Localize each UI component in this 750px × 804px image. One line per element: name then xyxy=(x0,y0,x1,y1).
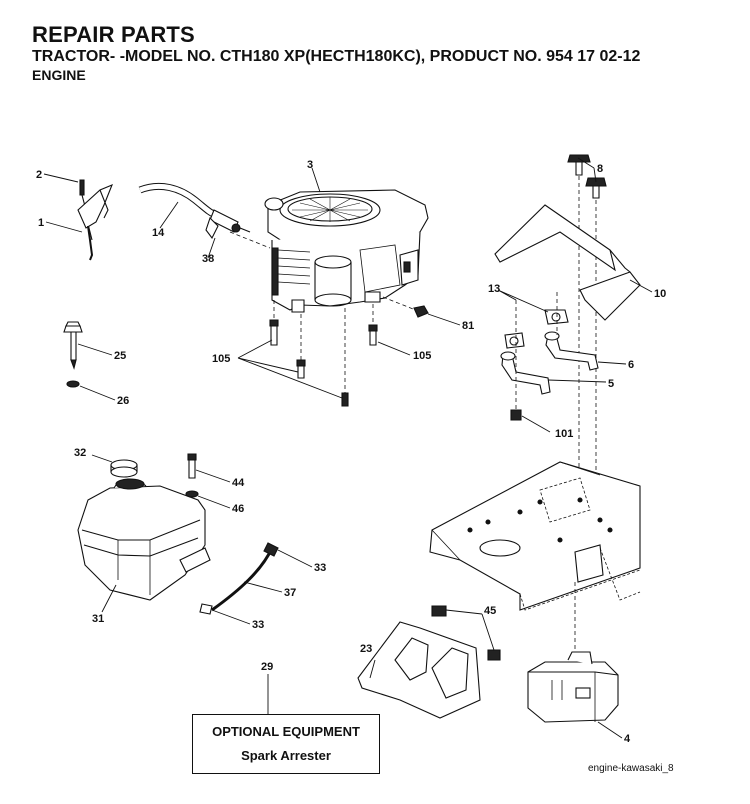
callout-33-lower: 33 xyxy=(252,619,264,631)
oring-26 xyxy=(66,380,80,388)
callout-31: 31 xyxy=(92,613,104,625)
callout-38: 38 xyxy=(202,253,214,265)
fuel-line-14 xyxy=(138,182,216,218)
leader-lines xyxy=(43,157,653,739)
callout-14: 14 xyxy=(152,227,165,239)
fuel-filter-38 xyxy=(205,209,251,240)
callout-46: 46 xyxy=(232,503,244,515)
nut-81 xyxy=(413,305,429,318)
optional-equipment-item: Spark Arrester xyxy=(241,748,331,763)
callout-45: 45 xyxy=(484,605,496,617)
callout-26: 26 xyxy=(117,395,129,407)
callout-105-left: 105 xyxy=(212,353,230,365)
drawing-reference: engine-kawasaki_8 xyxy=(588,763,674,774)
engine-assembly xyxy=(229,189,429,395)
heat-shield-10 xyxy=(494,204,641,321)
fuel-line-37 xyxy=(211,547,274,612)
callout-81: 81 xyxy=(462,320,474,332)
callout-8: 8 xyxy=(597,163,603,175)
optional-equipment-box: OPTIONAL EQUIPMENT Spark Arrester xyxy=(192,714,380,774)
fuel-tank-31 xyxy=(77,478,211,601)
bolt-45-upper xyxy=(431,605,447,617)
muffler-4 xyxy=(527,651,619,723)
page-title: REPAIR PARTS xyxy=(32,22,195,47)
knob-8-group xyxy=(567,154,607,490)
callout-37: 37 xyxy=(284,587,296,599)
clamp-33-top xyxy=(263,542,279,557)
frame-plate xyxy=(429,461,641,660)
bolt-105-group xyxy=(269,319,378,407)
section-label: ENGINE xyxy=(32,67,86,83)
model-subtitle: TRACTOR- -MODEL NO. CTH180 XP(HECTH180KC… xyxy=(32,48,641,65)
optional-equipment-heading: OPTIONAL EQUIPMENT xyxy=(212,724,360,739)
callout-10: 10 xyxy=(654,288,666,300)
callout-105-right: 105 xyxy=(413,350,431,362)
washer-46 xyxy=(185,490,199,498)
callout-29: 29 xyxy=(261,661,273,673)
callout-32: 32 xyxy=(74,447,86,459)
screw-44 xyxy=(187,453,197,479)
nut-101 xyxy=(510,409,522,421)
dipstick-25 xyxy=(63,321,83,370)
callout-numbers: 2 1 3 14 38 8 10 13 6 5 101 81 105 105 2… xyxy=(36,159,666,745)
callout-2: 2 xyxy=(36,169,42,181)
callout-5: 5 xyxy=(608,378,614,390)
clamp-33-bottom xyxy=(199,603,213,615)
callout-25: 25 xyxy=(114,350,126,362)
callout-23: 23 xyxy=(360,643,372,655)
callout-101: 101 xyxy=(555,428,573,440)
fuel-cap-32 xyxy=(110,459,138,478)
callout-3: 3 xyxy=(307,159,313,171)
bolt-45-lower xyxy=(487,649,501,661)
exhaust-gaskets-13 xyxy=(504,309,569,349)
callout-6: 6 xyxy=(628,359,634,371)
callout-13: 13 xyxy=(488,283,500,295)
callout-44: 44 xyxy=(232,477,245,489)
callout-33-upper: 33 xyxy=(314,562,326,574)
muffler-bracket-23 xyxy=(357,621,481,719)
throttle-bracket-1 xyxy=(77,179,113,261)
exhaust-pipe-5 xyxy=(500,351,551,395)
callout-4: 4 xyxy=(624,733,631,745)
exhaust-pipe-6 xyxy=(544,331,599,371)
callout-1: 1 xyxy=(38,217,44,229)
